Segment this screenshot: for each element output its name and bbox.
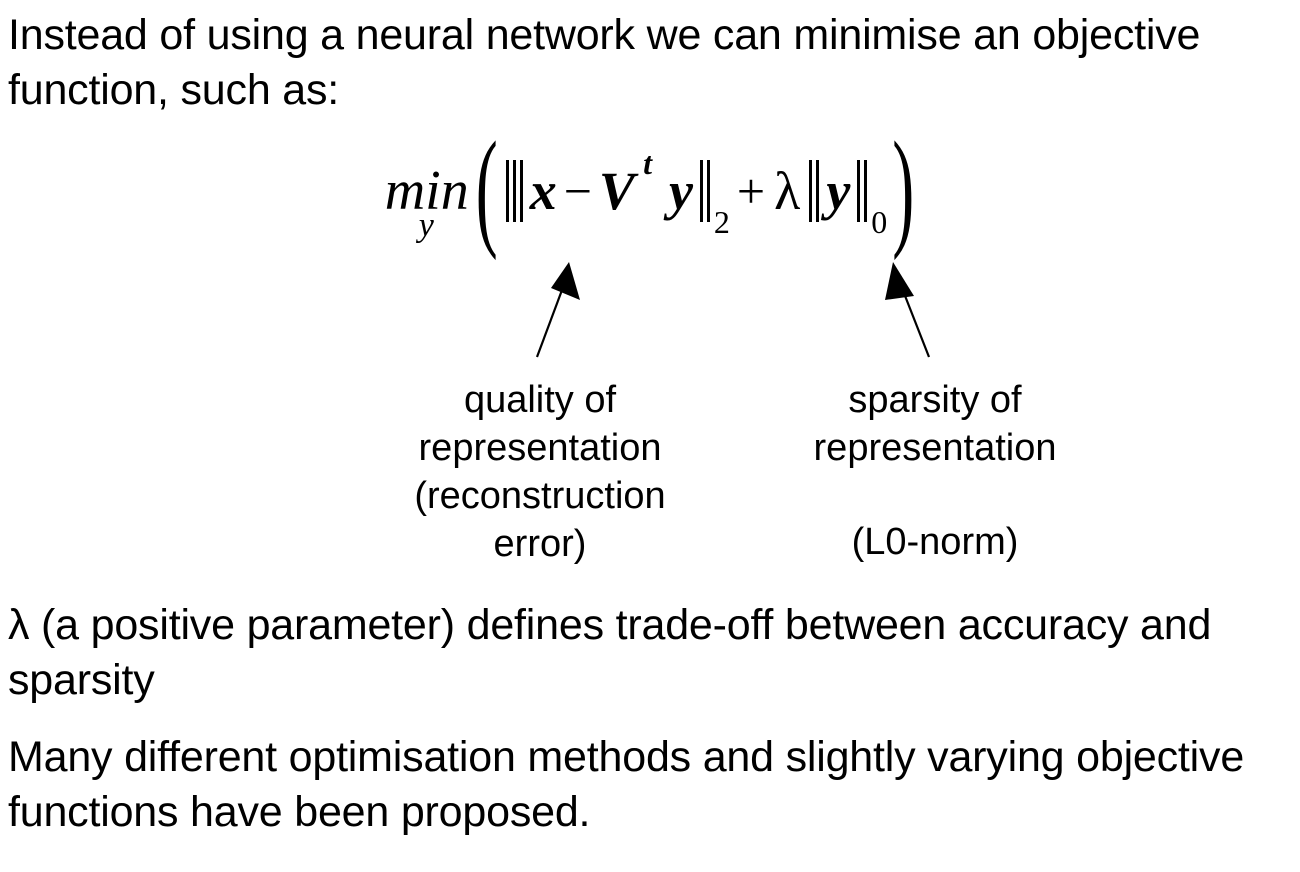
lambda-symbol: λ xyxy=(774,161,801,221)
intro-paragraph: Instead of using a neural network we can… xyxy=(8,11,1213,114)
min-label: min xyxy=(384,160,469,222)
left-annotation-arrow xyxy=(535,262,580,358)
methods-paragraph: Many different optimisation methods and … xyxy=(8,733,1256,836)
right-annotation-arrow xyxy=(885,262,931,358)
norm-bars-close-double-l2 xyxy=(699,160,710,222)
norm-bars-close-double-l0 xyxy=(857,160,868,222)
variable-V-superscript-t: t xyxy=(643,145,652,181)
annotation-quality-of-representation: quality of representation (reconstructio… xyxy=(414,379,666,565)
norm-subscript-0: 0 xyxy=(871,204,888,240)
variable-y-first: y xyxy=(668,161,693,221)
min-subscript-y: y xyxy=(418,207,434,244)
norm-bars-open-triple xyxy=(505,160,523,222)
variable-V-letter: V xyxy=(598,161,635,221)
open-paren: ( xyxy=(475,116,498,262)
min-operator: min y xyxy=(384,160,471,243)
variable-x: x xyxy=(529,161,557,221)
minus-operator: − xyxy=(563,163,592,219)
norm-subscript-2: 2 xyxy=(713,204,730,240)
annotation-l0-norm: (L0-norm) xyxy=(851,521,1019,563)
close-paren: ) xyxy=(892,116,915,262)
plus-operator: + xyxy=(736,163,766,219)
variable-y-second: y xyxy=(826,161,851,221)
norm-bars-open-double-l0 xyxy=(809,160,820,222)
lambda-description-paragraph: λ (a positive parameter) defines trade-o… xyxy=(8,601,1223,704)
annotation-sparsity-of-representation: sparsity of representation xyxy=(813,379,1057,469)
